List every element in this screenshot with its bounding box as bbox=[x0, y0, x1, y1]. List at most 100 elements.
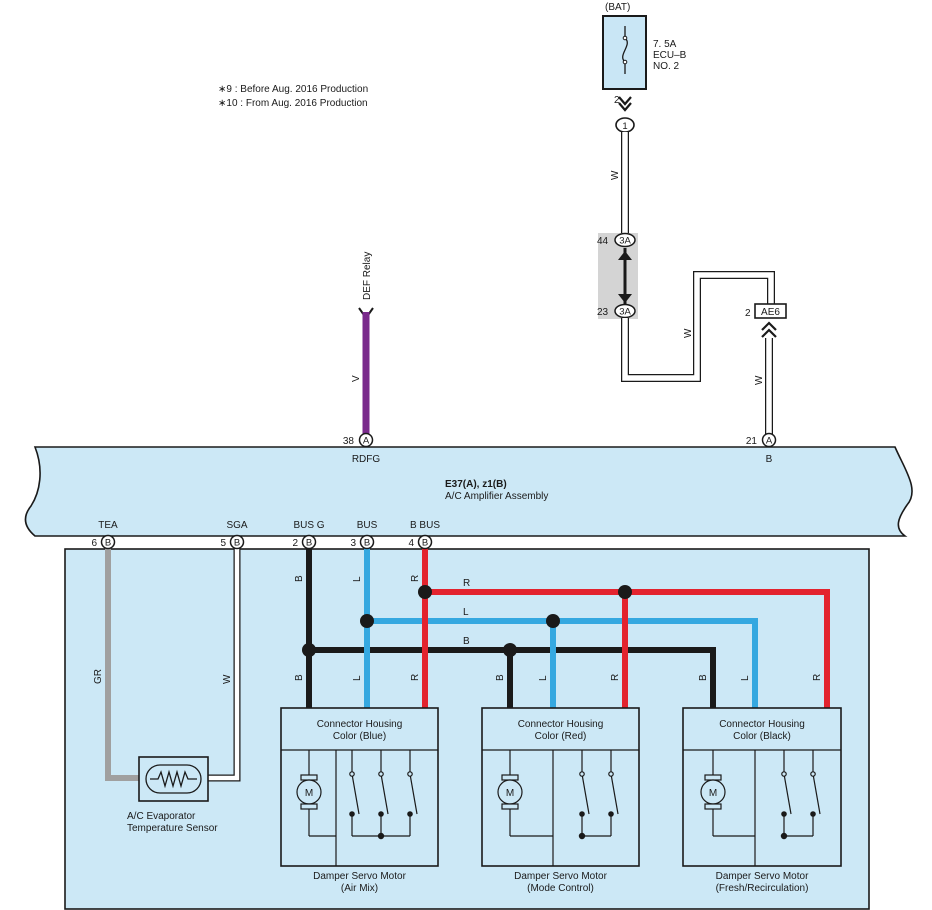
fuse-pin-number: 2 bbox=[614, 95, 620, 106]
motor-3-m: M bbox=[709, 788, 717, 799]
pin-6-terminal bbox=[100, 534, 116, 550]
pin-3-number: 3 bbox=[350, 538, 356, 549]
def-relay-label: DEF Relay bbox=[362, 252, 373, 300]
amplifier-housing bbox=[24, 446, 913, 537]
wire-label-b-m2: B bbox=[495, 674, 506, 681]
pin-6-number: 6 bbox=[91, 538, 97, 549]
wire-label-gr: GR bbox=[93, 669, 104, 684]
motor-2-symbol-icon bbox=[497, 750, 553, 837]
ae6-id: AE6 bbox=[761, 307, 780, 318]
ae6-connector bbox=[754, 303, 787, 319]
connector-chevron-icon bbox=[618, 96, 632, 112]
motor-1-name-line2: (Air Mix) bbox=[341, 883, 378, 894]
junction-top-pin: 44 bbox=[597, 236, 609, 247]
fuse-name-line2: NO. 2 bbox=[653, 61, 680, 72]
wire-label-w-2: W bbox=[683, 328, 694, 338]
wire-label-r-horizontal: R bbox=[463, 578, 470, 589]
terminal-1-label: 1 bbox=[622, 121, 627, 132]
gray-wire-tea bbox=[105, 548, 140, 781]
pin-4-id: B bbox=[422, 538, 428, 549]
motor-1-housing-line2: Color (Blue) bbox=[333, 731, 386, 742]
fuse-rating: 7. 5A bbox=[653, 39, 677, 50]
pin-sga-name: SGA bbox=[226, 520, 247, 531]
pin-3-id: B bbox=[364, 538, 370, 549]
pin-2-number: 2 bbox=[292, 538, 298, 549]
junction-bottom-terminal bbox=[614, 303, 636, 319]
pin-busg-name: BUS G bbox=[293, 520, 324, 531]
pin-3-group: 3 B bbox=[350, 534, 375, 550]
wire-label-l-m1: L bbox=[352, 675, 363, 681]
wire-label-r-m3: R bbox=[812, 674, 823, 681]
motor-3-name-line2: (Fresh/Recirculation) bbox=[716, 883, 809, 894]
motor-2-housing-line2: Color (Red) bbox=[535, 731, 587, 742]
motor-2-housing-line1: Connector Housing bbox=[518, 719, 604, 730]
pin-38-name: RDFG bbox=[352, 454, 381, 465]
motor-3-symbol-icon bbox=[700, 750, 755, 837]
pin-38-terminal bbox=[358, 432, 374, 448]
wire-label-r-top: R bbox=[410, 575, 421, 582]
motor-2-name-line1: Damper Servo Motor bbox=[514, 871, 607, 882]
wire-label-w-3: W bbox=[754, 375, 765, 385]
pin-tea-name: TEA bbox=[98, 520, 118, 531]
motor-2-name-line2: (Mode Control) bbox=[527, 883, 594, 894]
junction-bottom-id: 3A bbox=[619, 307, 631, 318]
servo-motor-air-mix: Connector Housing Color (Blue) M Damper … bbox=[280, 707, 439, 894]
motor-1-m: M bbox=[305, 788, 313, 799]
motor-3-housing-line2: Color (Black) bbox=[733, 731, 791, 742]
pin-2-group: 2 B bbox=[292, 534, 317, 550]
pin-4-terminal bbox=[417, 534, 433, 550]
pin-4-group: 4 B bbox=[408, 534, 433, 550]
pin-5-group: 5 B bbox=[220, 534, 245, 550]
wire-label-b-m1: B bbox=[294, 674, 305, 681]
pin-bbus-name: B BUS bbox=[410, 520, 440, 531]
sensor-label-line1: A/C Evaporator bbox=[127, 811, 196, 822]
motor-1-housing-line1: Connector Housing bbox=[317, 719, 403, 730]
pin-4-number: 4 bbox=[408, 538, 414, 549]
fuse-name-line1: ECU–B bbox=[653, 50, 687, 61]
servo-motor-fresh-recirculation: Connector Housing Color (Black) M Damper… bbox=[682, 707, 842, 894]
wire-label-w-1: W bbox=[610, 170, 621, 180]
motor-3-housing-line1: Connector Housing bbox=[719, 719, 805, 730]
wire-label-b-horizontal: B bbox=[463, 636, 470, 647]
pin-2-terminal bbox=[301, 534, 317, 550]
pin-21-number: 21 bbox=[746, 436, 758, 447]
wire-label-b-m3: B bbox=[698, 674, 709, 681]
amplifier-subtitle: A/C Amplifier Assembly bbox=[445, 491, 548, 502]
evaporator-sensor-box bbox=[138, 756, 209, 802]
ae6-pin: 2 bbox=[745, 308, 751, 319]
junction-bottom-pin: 23 bbox=[597, 307, 609, 318]
pin-38-id: A bbox=[363, 436, 370, 447]
pin-3-terminal bbox=[359, 534, 375, 550]
pin-5-terminal bbox=[229, 534, 245, 550]
motor-1-symbol-icon bbox=[296, 750, 336, 837]
amplifier-title: E37(A), z1(B) bbox=[445, 479, 507, 490]
pin-6-id: B bbox=[105, 538, 111, 549]
pin-21-terminal bbox=[761, 432, 777, 448]
wire-label-l-m2: L bbox=[538, 675, 549, 681]
wire-label-w-sga: W bbox=[222, 674, 233, 684]
ae6-chevron-icon bbox=[761, 321, 777, 338]
arrow-down-icon bbox=[618, 294, 632, 303]
thermistor-icon bbox=[145, 764, 202, 794]
pin-bus-name: BUS bbox=[357, 520, 378, 531]
motor-3-name-line1: Damper Servo Motor bbox=[716, 871, 809, 882]
wire-label-r-m2: R bbox=[610, 674, 621, 681]
motor-2-m: M bbox=[506, 788, 514, 799]
motor-3-switch-icon bbox=[780, 750, 821, 840]
motor-1-name-line1: Damper Servo Motor bbox=[313, 871, 406, 882]
wire-label-l-m3: L bbox=[740, 675, 751, 681]
note-from-2016: ∗10 : From Aug. 2016 Production bbox=[218, 98, 368, 109]
junction-top-terminal bbox=[614, 232, 636, 248]
fuse-source-label: (BAT) bbox=[605, 2, 630, 13]
motor-1-switch-icon bbox=[349, 750, 418, 840]
pin-21-id: A bbox=[766, 436, 773, 447]
pin-6-group: 6 B bbox=[91, 534, 116, 550]
wire-label-b-top: B bbox=[294, 575, 305, 582]
pin-2-id: B bbox=[306, 538, 312, 549]
note-before-2016: ∗9 : Before Aug. 2016 Production bbox=[218, 84, 368, 95]
junction-top-id: 3A bbox=[619, 236, 631, 247]
wire-label-v: V bbox=[351, 375, 362, 382]
pin-21-name: B bbox=[766, 454, 773, 465]
motor-2-switch-icon bbox=[578, 750, 619, 840]
